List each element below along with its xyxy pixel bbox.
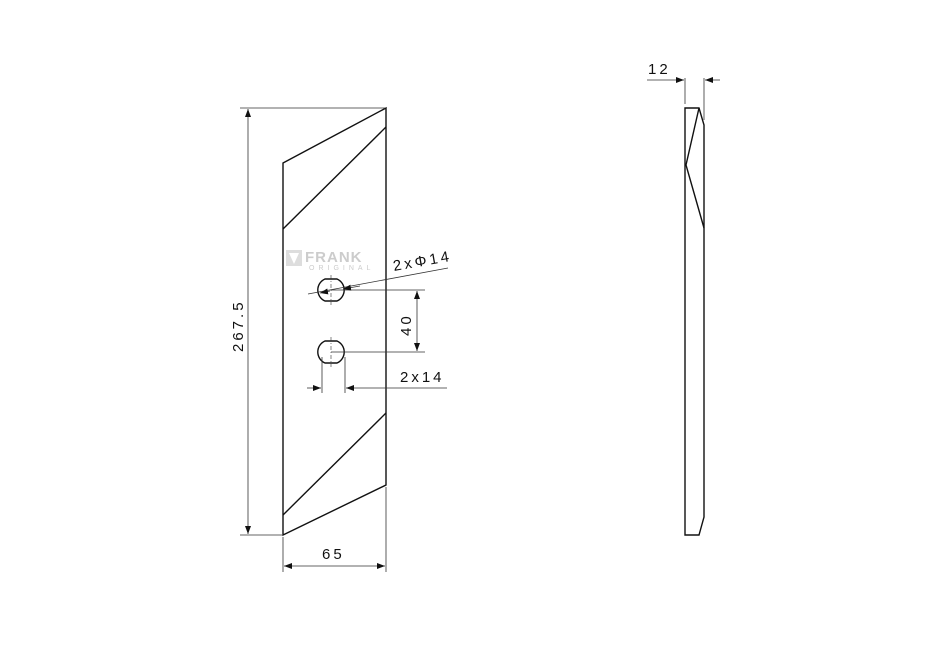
top-bevel-line <box>282 126 387 230</box>
dimension-hole-width: 2x14 <box>307 357 447 393</box>
side-view <box>684 107 705 536</box>
front-view <box>282 106 387 537</box>
dimension-thickness: 12 <box>647 61 720 120</box>
upper-hole <box>317 278 345 302</box>
svg-text:2xΦ14: 2xΦ14 <box>392 248 454 275</box>
svg-text:267.5: 267.5 <box>230 299 247 352</box>
svg-text:2x14: 2x14 <box>400 369 445 386</box>
dimension-length: 267.5 <box>230 107 385 536</box>
svg-text:12: 12 <box>648 61 671 78</box>
dimension-hole-spacing: 40 <box>331 289 425 353</box>
lower-hole <box>317 340 345 364</box>
svg-text:ORIGINAL: ORIGINAL <box>309 265 374 272</box>
svg-text:65: 65 <box>322 546 345 563</box>
blade-outline <box>282 106 387 537</box>
bottom-bevel-line <box>282 412 387 516</box>
svg-text:40: 40 <box>398 313 415 336</box>
dimension-width: 65 <box>282 487 387 572</box>
watermark-logo: FRANK ORIGINAL <box>286 249 374 272</box>
svg-text:FRANK: FRANK <box>305 249 363 266</box>
